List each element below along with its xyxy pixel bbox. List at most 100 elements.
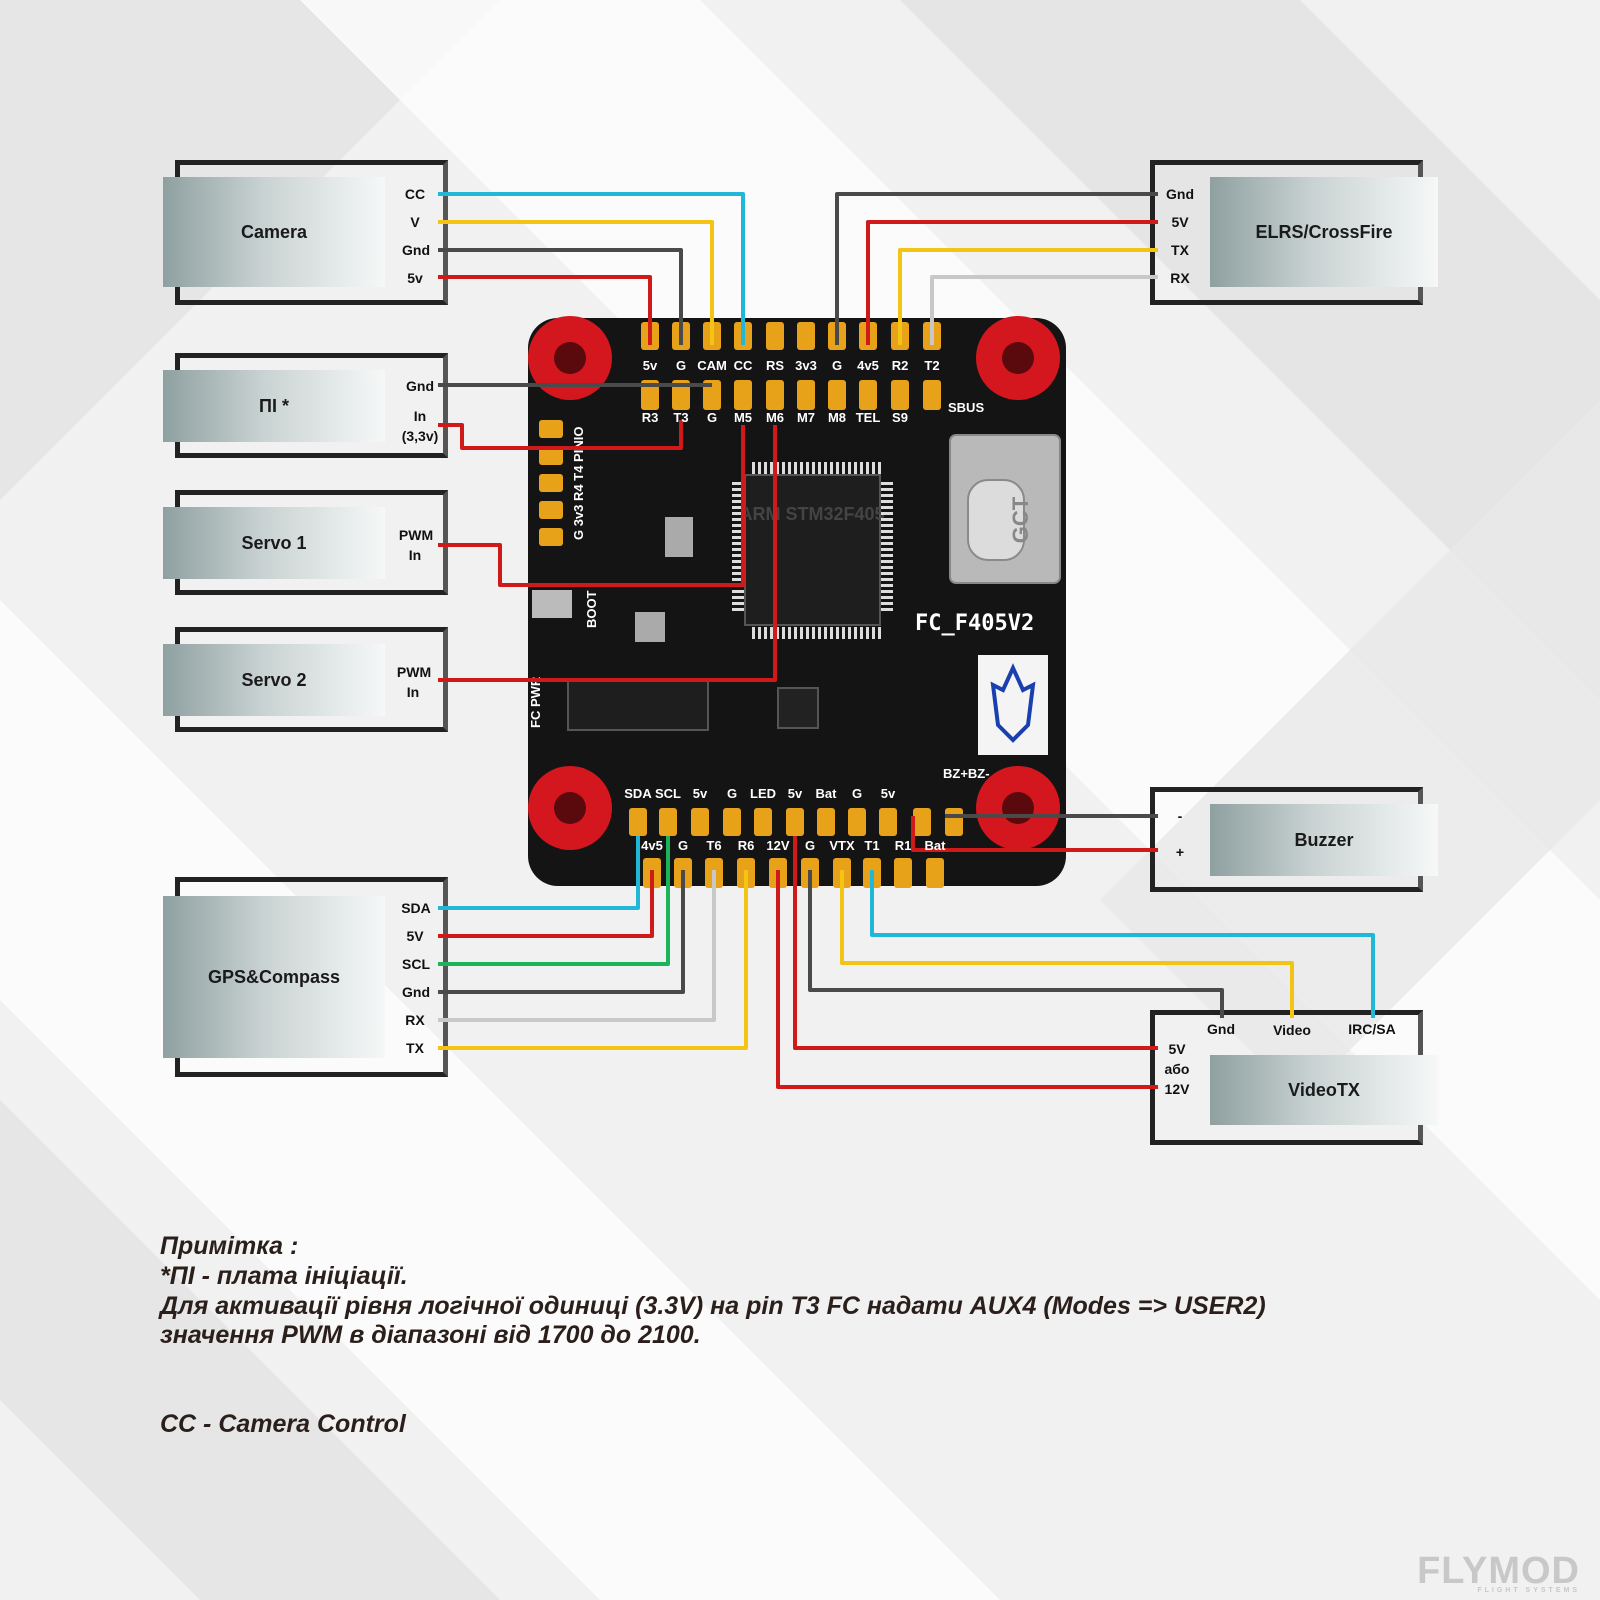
mcu-pin-right — [881, 524, 893, 527]
mcu-pin-bottom — [830, 627, 833, 639]
wire-buzzer-plus — [911, 816, 1158, 852]
wire-vtx-12v — [776, 870, 1158, 1089]
wire-camera-gnd — [438, 248, 683, 345]
mcu-pin-right — [881, 548, 893, 551]
top-pad-label-5: 3v3 — [795, 358, 817, 373]
wire-elrs-rx — [930, 275, 1158, 345]
bottom-pad-4 — [754, 808, 772, 836]
top2-pad-7 — [859, 380, 877, 410]
top-pad-label-4: RS — [766, 358, 784, 373]
imu-chip — [777, 687, 819, 729]
bottom-pad-8 — [879, 808, 897, 836]
mcu-pin-left — [732, 530, 744, 533]
bottom-pad-label-4: LED — [750, 786, 776, 801]
mcu-pin-bottom — [866, 627, 869, 639]
buzzer-pads-label: BZ+BZ- — [943, 766, 990, 781]
top-pad-4 — [766, 322, 784, 350]
mcu-pin-right — [881, 584, 893, 587]
camera-pin-cc: CC — [404, 186, 426, 202]
pi-pin-gnd: Gnd — [406, 378, 434, 394]
mcu-pin-bottom — [770, 627, 773, 639]
mcu-pin-bottom — [854, 627, 857, 639]
elrs-pin-gnd: Gnd — [1166, 186, 1194, 202]
top2-pad-5 — [797, 380, 815, 410]
wire-vtx-video — [840, 870, 1294, 1018]
gps-pin-tx: TX — [406, 1040, 424, 1056]
wire-gps-sda — [438, 836, 640, 910]
elrs-label: ELRS/CrossFire — [1210, 177, 1438, 287]
trident-icon — [990, 663, 1036, 743]
mcu-pin-bottom — [794, 627, 797, 639]
top-pad-label-2: CAM — [697, 358, 727, 373]
pi-pin-in: In — [413, 408, 427, 424]
mcu-pin-top — [764, 462, 767, 474]
videotx-pin-gnd: Gnd — [1207, 1021, 1235, 1037]
bottom2-pad-label-9: Bat — [925, 838, 947, 853]
bottom-pad-3 — [723, 808, 741, 836]
bottom-pad-2 — [691, 808, 709, 836]
bottom-pad-label-0: SDA — [624, 786, 652, 801]
wire-pi-in — [438, 420, 683, 450]
mcu-pin-top — [782, 462, 785, 474]
mcu-pin-right — [881, 596, 893, 599]
top2-pad-label-8: S9 — [892, 410, 908, 425]
videotx-pin-video: Video — [1273, 1022, 1311, 1038]
top2-pad-label-5: M7 — [797, 410, 815, 425]
mcu-pin-left — [732, 494, 744, 497]
bottom-pad-bz1 — [913, 808, 931, 836]
bottom-pad-label-1: SCL — [655, 786, 681, 801]
servo1-pin-pwm: PWM — [398, 527, 434, 543]
note-pwm-range: значення PWM в діапазоні від 1700 до 210… — [160, 1321, 701, 1349]
usb-c-socket — [967, 479, 1025, 561]
top-pad-label-7: 4v5 — [857, 358, 879, 373]
mcu-pin-right — [881, 506, 893, 509]
camera-label: Camera — [163, 177, 385, 287]
sbus-label: SBUS — [948, 400, 984, 415]
mcu-pin-top — [878, 462, 881, 474]
boot-label: BOOT — [584, 590, 599, 628]
bottom2-pad-label-7: T1 — [864, 838, 879, 853]
mcu-pin-bottom — [806, 627, 809, 639]
crystal — [665, 517, 693, 557]
top2-pad-2 — [703, 380, 721, 410]
top2-pad-6 — [828, 380, 846, 410]
wire-camera-5v — [438, 275, 652, 345]
bottom-pad-label-8: 5v — [881, 786, 896, 801]
mount-hole-tl — [528, 316, 612, 400]
mcu-pin-right — [881, 578, 893, 581]
mcu-pin-top — [806, 462, 809, 474]
mcu-pin-left — [732, 608, 744, 611]
top-pad-label-6: G — [832, 358, 842, 373]
osc — [635, 612, 665, 642]
wire-vtx-irc — [870, 870, 1375, 1018]
mcu-pin-bottom — [818, 627, 821, 639]
wire-elrs-gnd — [835, 192, 1158, 345]
usb-label: GCT — [1008, 496, 1033, 543]
buzzer-pin-plus: + — [1175, 844, 1185, 860]
wires — [438, 192, 1375, 1089]
top-pad-label-1: G — [676, 358, 686, 373]
bottom-pad-1 — [659, 808, 677, 836]
camera-pin-v: V — [410, 214, 420, 230]
mcu-pin-top — [848, 462, 851, 474]
gps-label: GPS&Compass — [163, 896, 385, 1058]
pi-pin-in-voltage: (3,3v) — [401, 428, 439, 444]
mcu-pin-top — [770, 462, 773, 474]
boot-button[interactable] — [532, 590, 572, 618]
mcu-pin-left — [732, 566, 744, 569]
mcu-pin-bottom — [752, 627, 755, 639]
bottom2-pad-label-2: T6 — [706, 838, 721, 853]
mcu-pin-top — [872, 462, 875, 474]
mcu-pin-top — [830, 462, 833, 474]
mcu-pin-right — [881, 488, 893, 491]
mcu-pin-left — [732, 572, 744, 575]
mcu-pin-top — [812, 462, 815, 474]
mcu-pin-bottom — [800, 627, 803, 639]
mcu-pin-left — [732, 596, 744, 599]
mcu-pin-top — [836, 462, 839, 474]
top2-pad-label-2: G — [707, 410, 717, 425]
left-side-label: G 3v3 R4 T4 PINIO — [571, 427, 586, 540]
bottom-pad-label-5: 5v — [788, 786, 803, 801]
